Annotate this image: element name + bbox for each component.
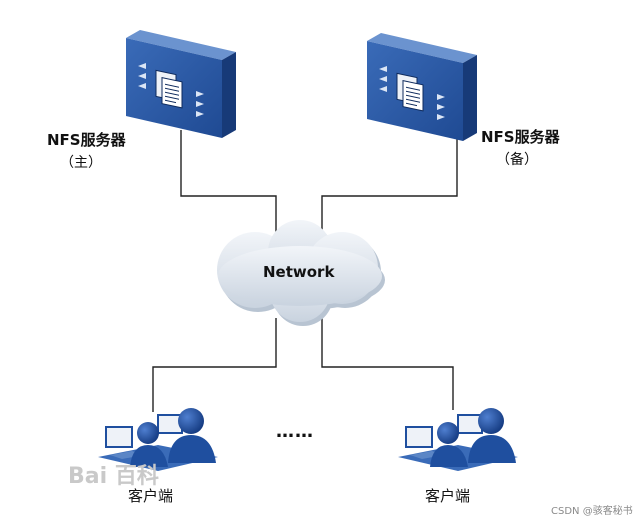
line-backup-to-network [321,135,458,240]
server-primary [126,30,236,138]
server-side-face [463,55,477,141]
baidu-watermark: Bai 百科 [68,464,159,489]
person-icon [178,408,204,434]
line-network-to-client-left [152,318,277,412]
arrows-left-icon [379,66,387,92]
line-network-to-client-right [321,318,454,410]
server-top-face [367,33,477,63]
monitor-icon [405,426,433,448]
client-right-label: 客户端 [425,487,471,505]
server-side-face [222,52,236,138]
arrows-right-icon [437,94,445,120]
line-primary-to-network [180,130,277,240]
csdn-credit: CSDN @骇客秘书 [551,506,633,517]
document-icon [396,72,424,112]
server-primary-role: （主） [60,155,102,171]
arrows-right-icon [196,91,204,117]
network-label: Network [263,263,335,281]
server-primary-title: NFS服务器 [47,131,126,149]
arrows-left-icon [138,63,146,89]
person-icon [137,422,159,444]
monitor-icon [105,426,133,448]
client-left-label: 客户端 [128,487,174,505]
server-top-face [126,30,236,60]
client-group-right [398,408,518,471]
client-group-left [98,408,218,471]
network-cloud [217,220,385,326]
person-icon [478,408,504,434]
server-backup-role: （备） [496,152,538,168]
server-backup [367,33,477,141]
clients-ellipsis: …… [276,421,314,442]
server-backup-title: NFS服务器 [481,128,560,146]
person-icon [437,422,459,444]
document-icon [155,69,183,109]
connection-lines [152,130,458,412]
